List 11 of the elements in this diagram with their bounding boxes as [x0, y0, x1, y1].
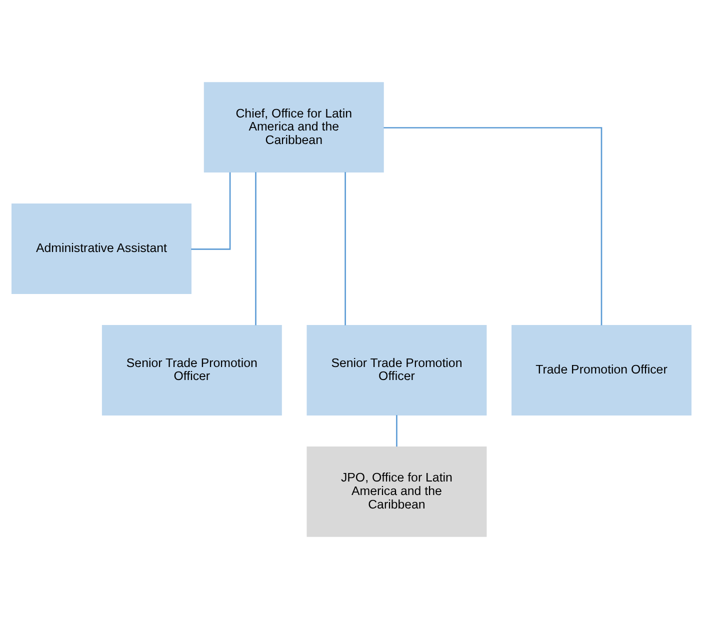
connector [255, 172, 256, 326]
connector [344, 172, 346, 326]
node-box: Trade Promotion Officer [512, 325, 692, 416]
node-box: Chief, Office for Latin America and the Caribbean [204, 82, 384, 173]
node-box: Senior Trade Promotion Officer [306, 325, 487, 416]
connector [191, 172, 231, 250]
node-box: Senior Trade Promotion Officer [102, 325, 282, 416]
node-box: Administrative Assistant [12, 204, 192, 294]
connector [384, 127, 602, 326]
connector [396, 415, 398, 447]
node-box: JPO, Office for Latin America and the Caribbean [306, 446, 487, 537]
